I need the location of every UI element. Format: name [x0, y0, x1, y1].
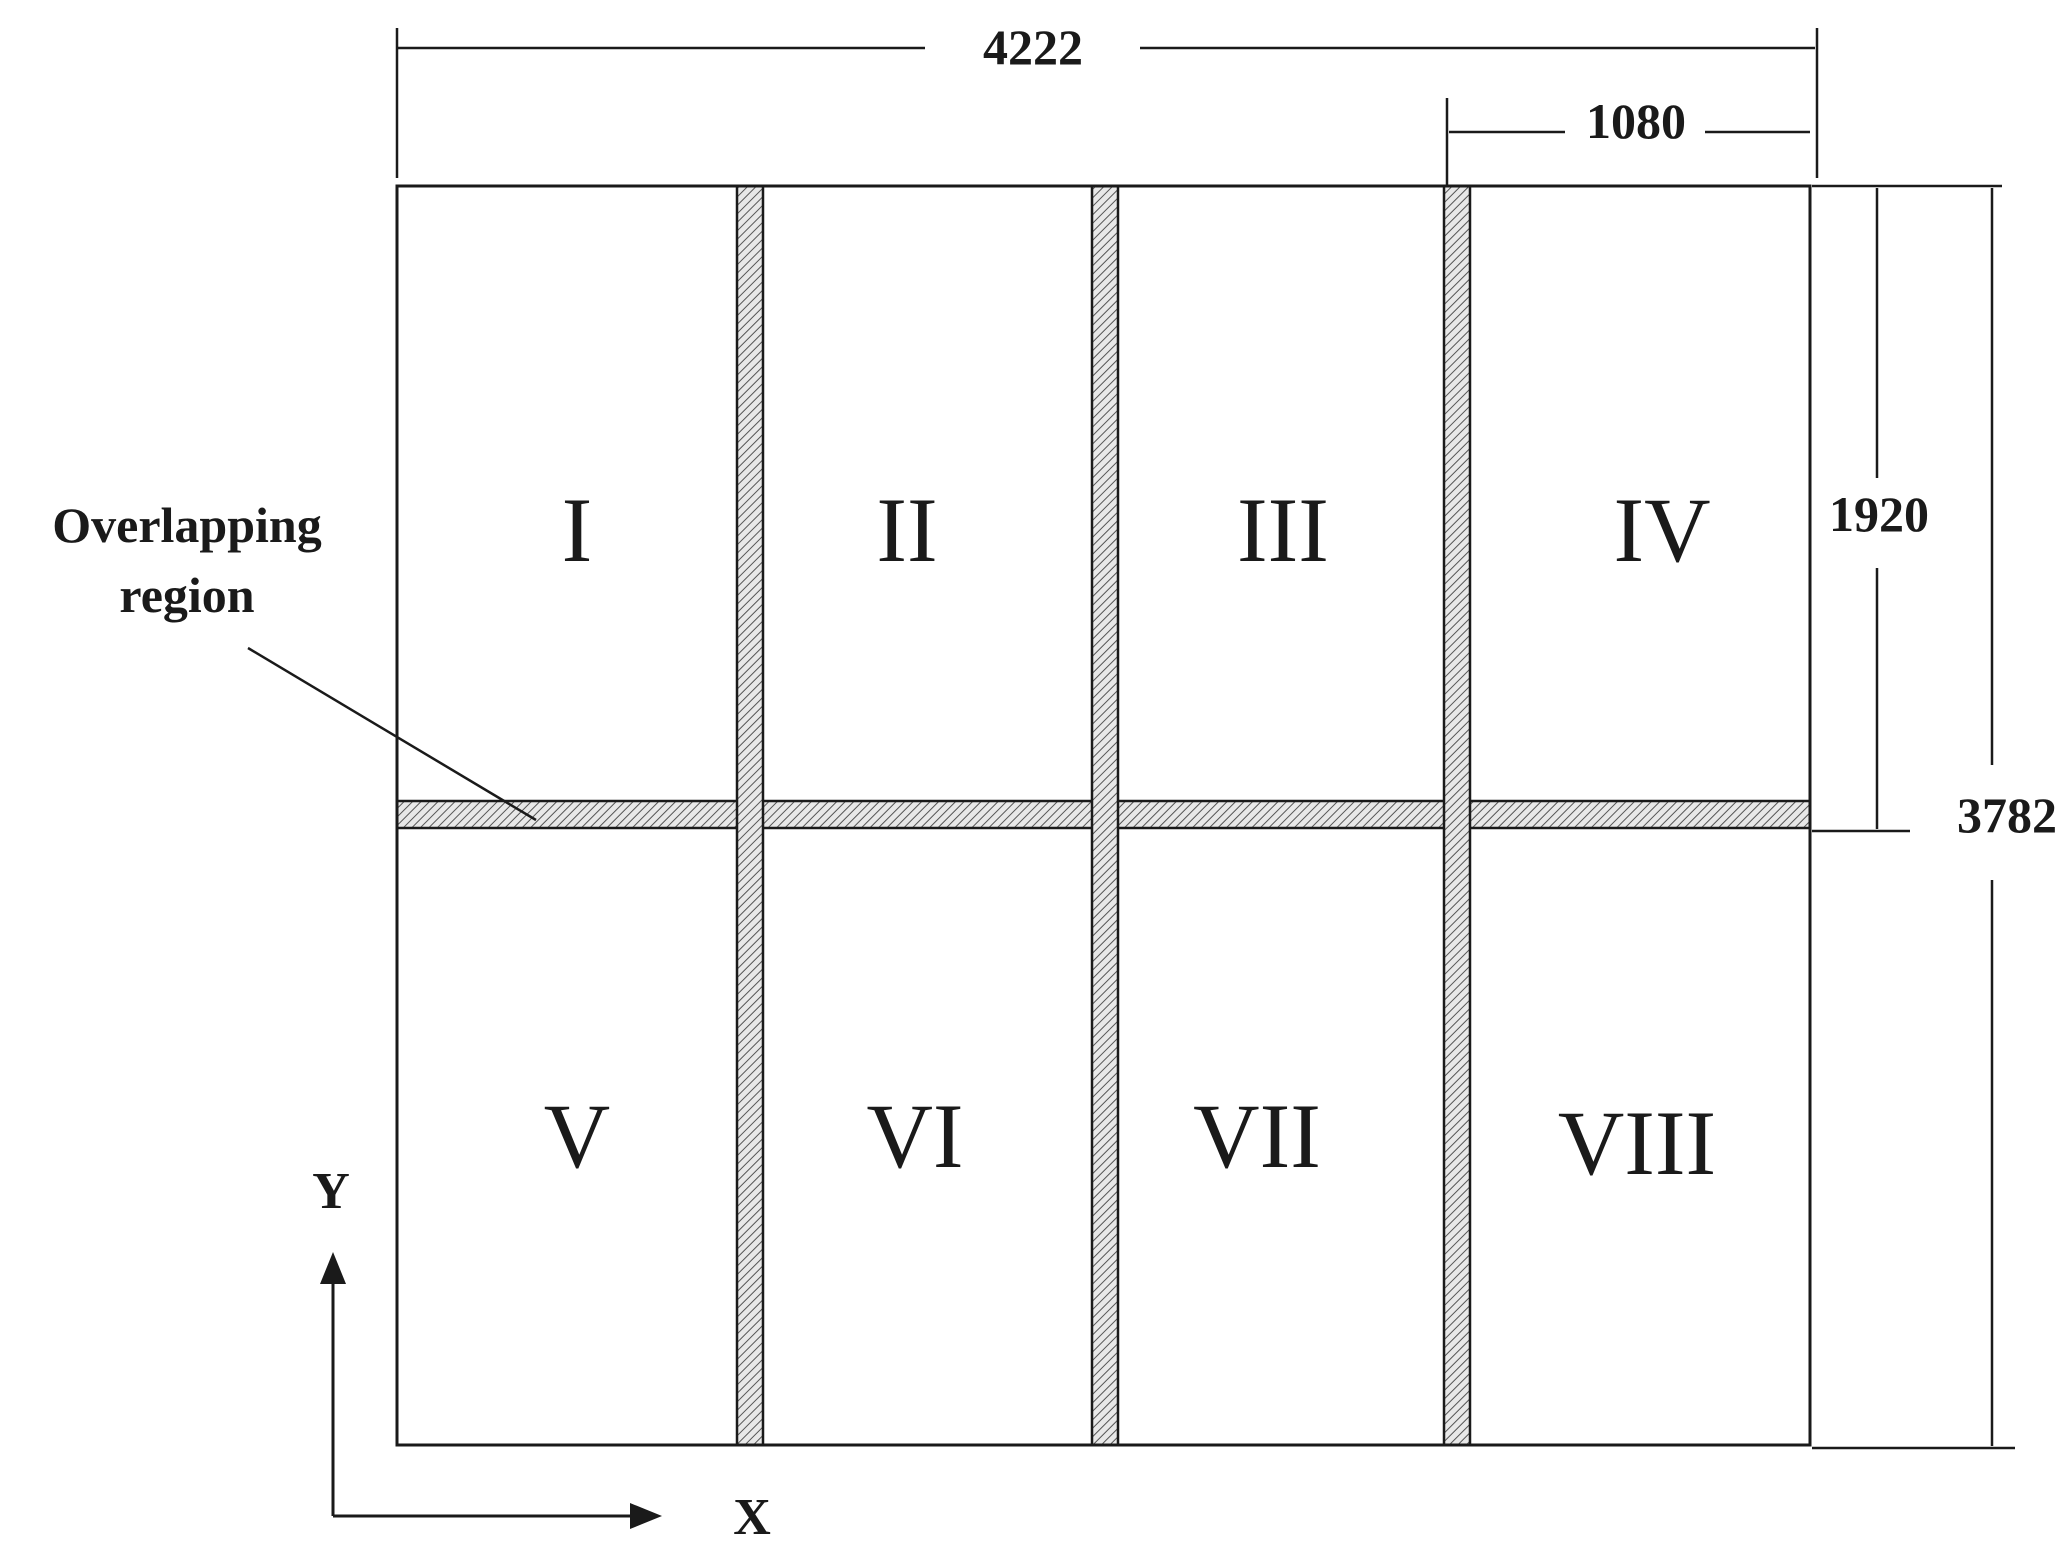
region-label-3: III	[1237, 479, 1329, 581]
dimension-tile-width: 1080	[1445, 93, 1810, 186]
coordinate-axes: Y X	[312, 1163, 771, 1546]
annotation-line-2: region	[119, 567, 254, 623]
annotation-leader-line	[247, 646, 537, 822]
region-labels: I II III IV V VI VII VIII	[544, 479, 1716, 1194]
dimension-total-width: 4222	[395, 19, 1819, 178]
dimension-tile-height-label: 1920	[1829, 486, 1929, 542]
annotation-line-1: Overlapping	[52, 497, 321, 553]
overlap-strip-vertical-1	[735, 184, 765, 1447]
overlap-strip-vertical-2	[1090, 184, 1120, 1447]
region-label-7: VII	[1193, 1085, 1321, 1187]
dimension-tile-height: 1920	[1812, 184, 1935, 833]
dimension-total-height-label: 3782	[1957, 787, 2057, 843]
outer-frame	[395, 184, 1812, 1447]
y-axis-label: Y	[312, 1163, 350, 1220]
region-label-6: VI	[866, 1085, 963, 1187]
overlap-annotation: Overlapping region	[52, 497, 537, 822]
overlap-strip-vertical-3	[1442, 184, 1472, 1447]
region-label-4: IV	[1613, 479, 1710, 581]
overlap-strips	[395, 184, 1812, 1447]
x-axis-arrow-icon	[630, 1503, 662, 1529]
y-axis-arrow-icon	[320, 1252, 346, 1284]
dimension-tile-width-label: 1080	[1586, 93, 1686, 149]
x-axis-label: X	[733, 1489, 771, 1546]
region-label-5: V	[544, 1085, 610, 1187]
region-label-2: II	[876, 479, 937, 581]
region-label-8: VIII	[1558, 1092, 1716, 1194]
dimension-total-height: 3782	[1812, 184, 2057, 1450]
dimension-total-width-label: 4222	[983, 19, 1083, 75]
region-label-1: I	[562, 479, 593, 581]
